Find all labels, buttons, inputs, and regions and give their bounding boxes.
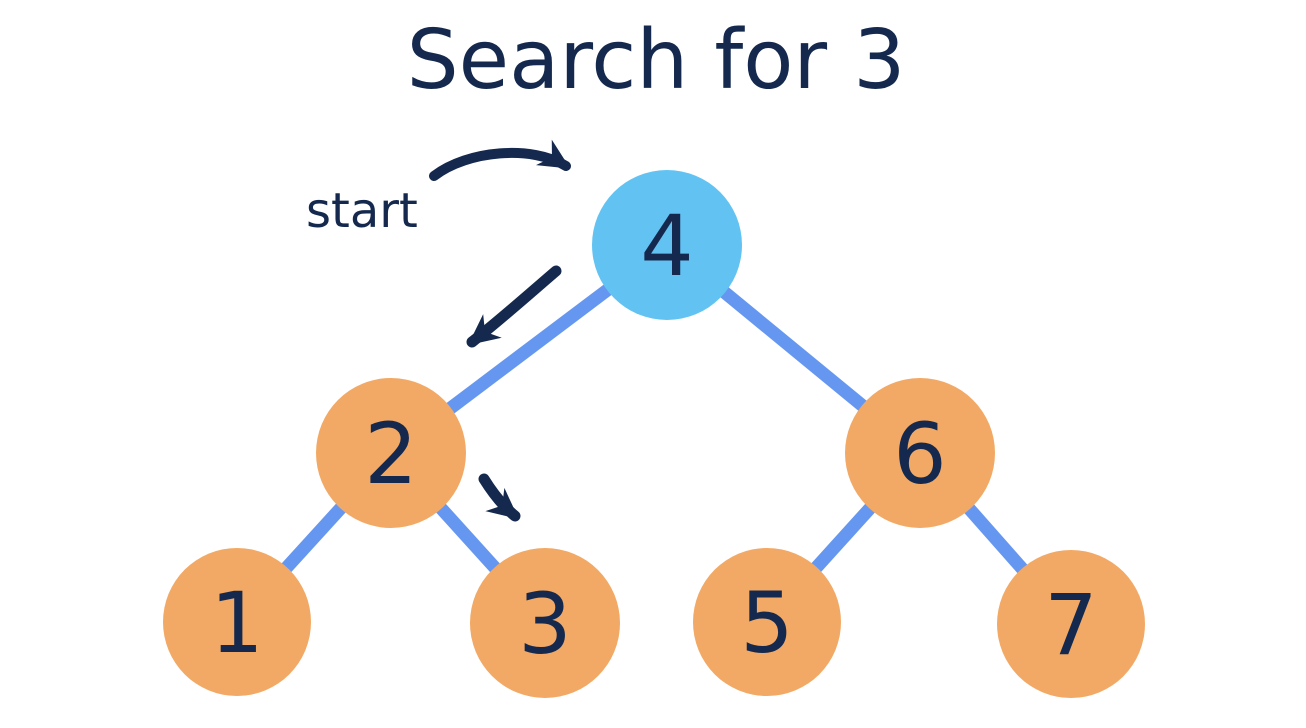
node-3: 3 bbox=[470, 548, 620, 698]
node-4-label: 4 bbox=[640, 197, 693, 295]
node-4-circle bbox=[592, 170, 742, 320]
start-label: start bbox=[306, 183, 418, 239]
node-2-label: 2 bbox=[364, 405, 417, 503]
node-7: 7 bbox=[997, 550, 1145, 698]
node-2: 2 bbox=[316, 378, 466, 528]
search-path-arrows bbox=[429, 139, 571, 522]
node-7-circle bbox=[997, 550, 1145, 698]
node-6-label: 6 bbox=[893, 405, 946, 503]
node-5: 5 bbox=[693, 548, 841, 696]
root-to-left-child-arrow bbox=[466, 265, 562, 348]
node-5-circle bbox=[693, 548, 841, 696]
node-1: 1 bbox=[163, 548, 311, 696]
node-5-label: 5 bbox=[740, 574, 793, 672]
node-3-label: 3 bbox=[518, 575, 571, 673]
node-2-circle bbox=[316, 378, 466, 528]
left-child-to-right-leaf-arrow bbox=[478, 473, 521, 522]
start-to-root-arrow bbox=[429, 139, 571, 181]
node-1-label: 1 bbox=[210, 574, 263, 672]
node-3-circle bbox=[470, 548, 620, 698]
node-4: 4 bbox=[592, 170, 742, 320]
node-6-circle bbox=[845, 378, 995, 528]
node-1-circle bbox=[163, 548, 311, 696]
tree-nodes: 4 2 6 1 3 5 bbox=[163, 170, 1145, 698]
node-6: 6 bbox=[845, 378, 995, 528]
page-title: Search for 3 bbox=[407, 13, 906, 108]
node-7-label: 7 bbox=[1044, 576, 1097, 674]
